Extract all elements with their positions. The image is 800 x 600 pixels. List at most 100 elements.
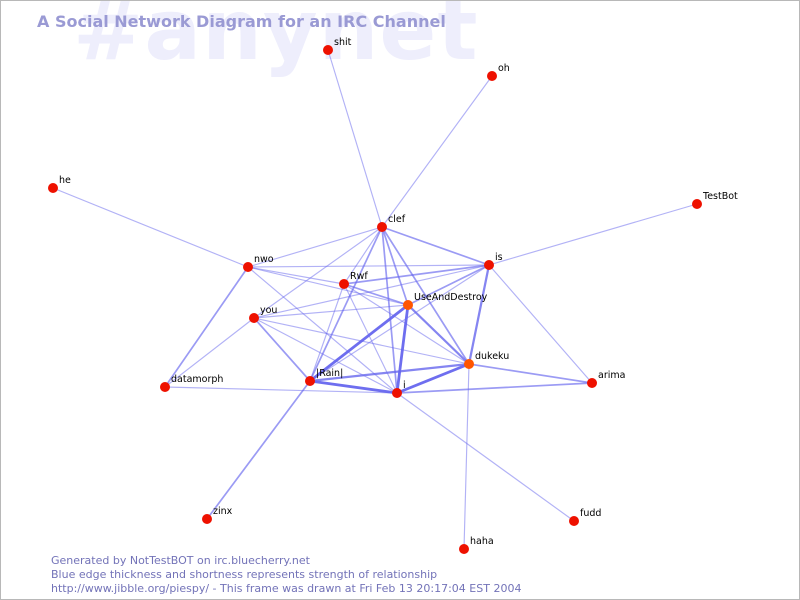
node-label: datamorph [171, 374, 223, 385]
edge-is-dukeku [467, 263, 491, 366]
node-label: is [495, 252, 503, 263]
edge-you-i [253, 317, 398, 394]
node-label: clef [388, 214, 406, 225]
edge-nwo-datamorph [164, 266, 249, 388]
node-label: |Rain| [316, 368, 343, 379]
channel-watermark: #anynet [73, 0, 479, 79]
node-you: you [249, 305, 277, 323]
edge-rain-zinx [206, 380, 311, 520]
node-oh: oh [487, 63, 510, 81]
edge-is-arima [488, 264, 593, 384]
node-label: arima [598, 370, 625, 381]
node-i: i [392, 380, 406, 398]
node-label: TestBot [702, 191, 738, 202]
edge-nwo-rwf [247, 266, 345, 285]
edge-oh-clef [381, 75, 493, 228]
edge-clef-rain [309, 226, 383, 382]
footer: Generated by NotTestBOT on irc.bluecherr… [51, 554, 521, 596]
edge-nwo-i [247, 266, 398, 394]
edge-he-nwo [52, 187, 249, 268]
node-clef: clef [377, 214, 406, 232]
node-label: zinx [213, 506, 233, 517]
node-dot [464, 359, 474, 369]
edge-useanddestroy-rain [308, 303, 410, 383]
node-is: is [484, 252, 503, 270]
node-datamorph: datamorph [160, 374, 223, 392]
node-he: he [48, 175, 71, 193]
node-dot [487, 71, 497, 81]
node-dot [569, 516, 579, 526]
edge-is-rwf [343, 264, 490, 285]
edge-useanddestroy-you [253, 304, 409, 319]
node-dot [459, 544, 469, 554]
node-testbot: TestBot [692, 191, 738, 209]
diagram-title: A Social Network Diagram for an IRC Chan… [37, 12, 446, 31]
node-label: oh [498, 63, 510, 74]
edge-is-you [253, 264, 490, 319]
edge-useanddestroy-dukeku [406, 303, 471, 366]
edge-dukeku-rain [308, 362, 471, 383]
edge-rwf-useanddestroy [343, 283, 409, 306]
edge-rwf-rain [309, 283, 345, 382]
node-fudd: fudd [569, 508, 601, 526]
edge-you-dukeku [253, 317, 470, 365]
node-rwf: Rwf [339, 271, 368, 289]
edge-testbot-is [488, 203, 698, 266]
edge-is-useanddestroy [407, 264, 490, 306]
node-shit: shit [323, 37, 352, 55]
node-dot [403, 300, 413, 310]
edge-rwf-i [343, 283, 398, 394]
node-dot [484, 260, 494, 270]
node-label: shit [334, 37, 352, 48]
footer-legend-note: Blue edge thickness and shortness repres… [51, 568, 438, 581]
node-label: i [403, 380, 406, 391]
node-dukeku: dukeku [464, 351, 509, 369]
edge-shit-clef [327, 49, 383, 228]
node-label: haha [470, 536, 494, 547]
edge-i-fudd [396, 392, 575, 522]
node-arima: arima [587, 370, 625, 388]
node-dot [249, 313, 259, 323]
edge-nwo-is [247, 264, 490, 268]
node-label: UseAndDestroy [414, 292, 488, 303]
edge-clef-is [381, 226, 490, 266]
edge-clef-you [253, 226, 383, 319]
edge-you-datamorph [164, 317, 255, 388]
node-dot [377, 222, 387, 232]
edge-dukeku-arima [468, 363, 593, 384]
edge-dukeku-haha [463, 363, 470, 550]
edge-i-arima [396, 382, 593, 394]
node-dot [392, 388, 402, 398]
edge-clef-nwo [247, 226, 383, 268]
edge-clef-i [381, 226, 398, 394]
node-label: fudd [580, 508, 601, 519]
edge-rain-i [308, 379, 399, 395]
footer-generated-by: Generated by NotTestBOT on irc.bluecherr… [51, 554, 310, 567]
node-haha: haha [459, 536, 494, 554]
node-zinx: zinx [202, 506, 233, 524]
node-dot [243, 262, 253, 272]
node-dot [160, 382, 170, 392]
node-dot [323, 45, 333, 55]
edge-is-rain [309, 264, 490, 382]
edge-datamorph-i [164, 386, 398, 394]
node-dot [692, 199, 702, 209]
node-label: Rwf [350, 271, 368, 282]
edge-layer [52, 49, 698, 550]
edge-useanddestroy-i [395, 303, 410, 395]
node-label: nwo [254, 254, 274, 265]
node-rain: |Rain| [305, 368, 343, 386]
node-dot [587, 378, 597, 388]
edge-clef-rwf [343, 226, 383, 285]
edge-nwo-useanddestroy [247, 266, 409, 306]
node-dot [339, 279, 349, 289]
node-label: dukeku [475, 351, 509, 362]
node-nwo: nwo [243, 254, 274, 272]
edge-dukeku-i [395, 362, 471, 395]
node-label: you [260, 305, 277, 316]
edge-you-rain [253, 317, 311, 382]
node-dot [305, 376, 315, 386]
